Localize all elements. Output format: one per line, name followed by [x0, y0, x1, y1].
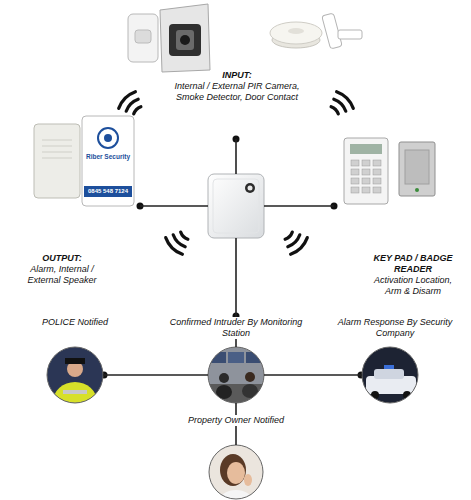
node-text: Property Owner Notified — [186, 415, 286, 426]
node-text: Alarm, Internal / External Speaker — [20, 264, 104, 286]
keypad — [344, 138, 388, 204]
wireless-symbol — [119, 92, 141, 114]
junction-dots — [101, 136, 365, 424]
connector-line — [235, 139, 237, 174]
node-heading: OUTPUT: — [20, 253, 104, 264]
brand-label: Riber Security — [83, 153, 133, 162]
wireless-symbol — [331, 92, 353, 114]
wireless-symbol — [166, 232, 188, 254]
text-block: KEY PAD / BADGE READERActivation Locatio… — [366, 253, 460, 297]
node-text: Alarm Response By Security Company — [325, 317, 465, 339]
connector-line — [103, 374, 208, 376]
text-block: Confirmed Intruder By Monitoring Station — [166, 317, 306, 339]
door-contact — [322, 13, 362, 49]
photo-frame — [47, 347, 103, 403]
security-node: Alarm Response By Security Company — [362, 347, 418, 403]
police-node: POLICE Notified — [47, 347, 103, 403]
hub-device — [208, 174, 264, 238]
monitoring-photo — [206, 345, 266, 406]
keypad-group: KEY PAD / BADGE READERActivation Locatio… — [334, 110, 460, 302]
pir-sensor — [128, 14, 158, 62]
connector-line — [264, 374, 362, 376]
monitoring-node: Confirmed Intruder By Monitoring Station — [208, 347, 264, 403]
photo-frame — [208, 347, 264, 403]
owner-photo — [206, 442, 266, 500]
input-group: INPUT:Internal / External PIR Camera, Sm… — [120, 0, 355, 139]
wireless-symbol — [285, 232, 307, 254]
pir-camera — [160, 4, 210, 72]
text-block: OUTPUT:Alarm, Internal / External Speake… — [20, 253, 104, 286]
smoke-detector — [270, 22, 322, 48]
node-heading: KEY PAD / BADGE READER — [366, 253, 460, 275]
phone-label: 0845 548 7124 — [83, 187, 133, 195]
node-text: Activation Location, Arm & Disarm — [366, 275, 460, 297]
output-group: OUTPUT:Alarm, Internal / External Speake… — [20, 110, 140, 302]
text-block: Property Owner Notified — [186, 415, 286, 426]
external-siren — [82, 116, 134, 206]
node-text: Internal / External PIR Camera, Smoke De… — [162, 81, 312, 103]
security-photo — [360, 345, 420, 405]
internal-speaker — [34, 124, 80, 198]
node-heading: INPUT: — [162, 70, 312, 81]
text-block: Alarm Response By Security Company — [325, 317, 465, 339]
photo-frame — [209, 445, 263, 499]
alarm-hub — [208, 174, 264, 238]
photo-frame — [362, 347, 418, 403]
node-text: POLICE Notified — [30, 317, 120, 328]
connector-line — [140, 205, 208, 207]
connector-line — [264, 205, 334, 207]
text-block: INPUT:Internal / External PIR Camera, Sm… — [162, 70, 312, 103]
owner-node: Property Owner Notified — [209, 445, 263, 499]
text-block: POLICE Notified — [30, 317, 120, 328]
node-text: Confirmed Intruder By Monitoring Station — [166, 317, 306, 339]
badge-reader — [399, 142, 435, 196]
police-photo — [45, 345, 105, 422]
